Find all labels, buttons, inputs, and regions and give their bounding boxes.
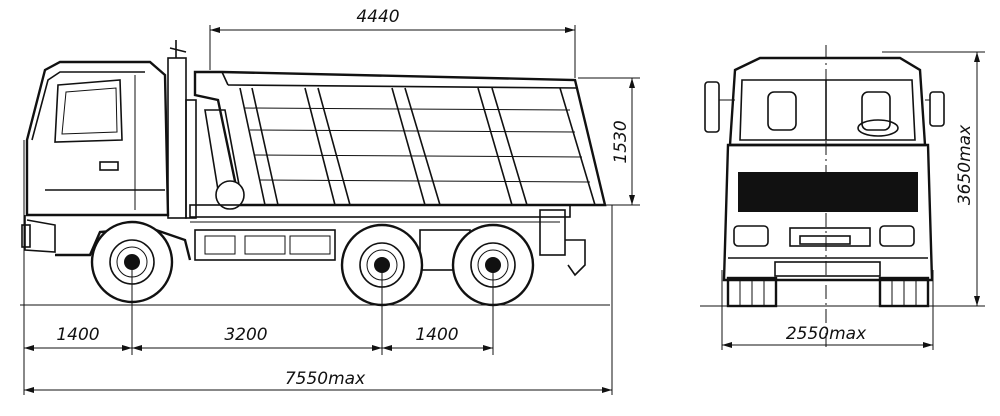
- dim-wheelbase: 3200: [224, 325, 267, 345]
- dim-overall-length: 7550max: [285, 369, 366, 389]
- chassis-frame: [189, 204, 586, 277]
- exhaust-pipe: [167, 40, 197, 219]
- dim-front-overhang: 1400: [56, 325, 99, 345]
- dump-body: [193, 70, 607, 210]
- front-dimensions: 2550max 3650max: [721, 51, 985, 350]
- side-view: [20, 40, 610, 307]
- front-view: [700, 45, 960, 350]
- dim-body-height: 1530: [611, 120, 631, 163]
- dim-overall-width: 2550max: [786, 324, 867, 344]
- dim-overall-height: 3650max: [955, 124, 975, 205]
- dim-rear-axle-spacing: 1400: [415, 325, 458, 345]
- dim-body-length: 4440: [356, 7, 399, 27]
- side-dimensions: 4440 1530 1400 3200 1400 7550max: [23, 7, 640, 395]
